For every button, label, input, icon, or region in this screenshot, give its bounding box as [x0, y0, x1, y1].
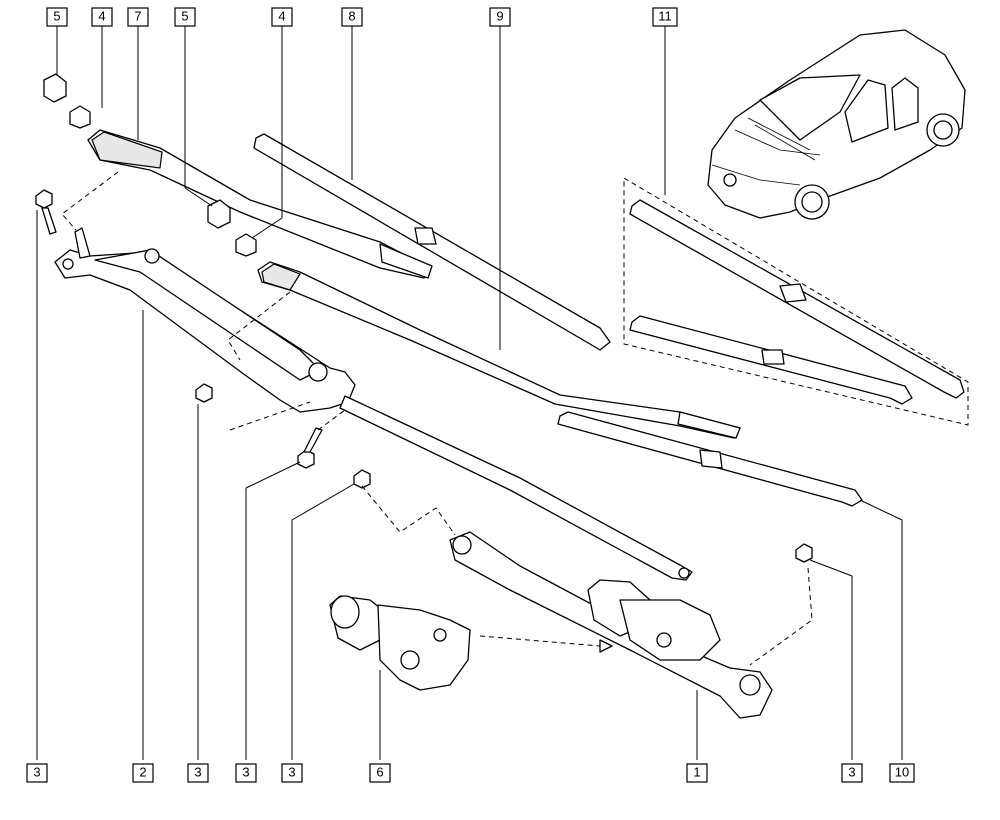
car-illustration	[707, 29, 966, 220]
callout-9: 9	[489, 7, 511, 27]
linkage-assembly-2	[54, 227, 693, 581]
callout-3-bottom-2: 3	[187, 763, 209, 783]
callout-5-top-mid: 5	[174, 7, 196, 27]
callout-3-bottom-3: 3	[235, 763, 257, 783]
callout-5-label: 5	[53, 8, 60, 23]
callout-3-label: 3	[288, 764, 295, 779]
callout-5-top-left: 5	[46, 7, 68, 27]
callout-1: 1	[686, 763, 708, 783]
motor-assembly-arrow	[479, 635, 601, 647]
nut-5-mid	[207, 199, 231, 229]
callout-3-bottom-1: 3	[26, 763, 48, 783]
callout-6: 6	[369, 763, 391, 783]
callout-1-label: 1	[693, 764, 700, 779]
blade-set-dashed-outline	[623, 177, 969, 426]
nut-5-left	[43, 73, 67, 103]
callout-10-label: 10	[895, 764, 909, 779]
wiper-mechanism-1	[449, 531, 773, 719]
callout-3-bottom-5: 3	[841, 763, 863, 783]
wiper-blade-set-11	[629, 199, 965, 405]
washer-4-mid	[235, 233, 257, 257]
bolt-mid	[195, 383, 213, 403]
callout-7-label: 7	[134, 8, 141, 23]
callout-2-label: 2	[139, 764, 146, 779]
callout-4-top-mid: 4	[271, 7, 293, 27]
callout-4-top-left: 4	[91, 7, 113, 27]
callout-4-label: 4	[98, 8, 105, 23]
callout-3-label: 3	[242, 764, 249, 779]
wiper-motor-6	[329, 595, 471, 691]
callout-2: 2	[132, 763, 154, 783]
callout-11-label: 11	[658, 8, 672, 23]
bolt-right	[795, 543, 813, 563]
callout-7: 7	[127, 7, 149, 27]
bolt-left	[35, 189, 57, 235]
callout-6-label: 6	[376, 764, 383, 779]
assembly-guide-lines	[61, 171, 813, 666]
callout-8-label: 8	[348, 8, 355, 23]
wiper-arm-9	[257, 261, 741, 439]
bolt-lower	[297, 427, 323, 469]
callout-5-label: 5	[181, 8, 188, 23]
callout-3-bottom-4: 3	[281, 763, 303, 783]
arrow-head	[599, 639, 613, 653]
callout-10: 10	[889, 763, 915, 783]
callout-3-label: 3	[848, 764, 855, 779]
washer-4-left	[69, 105, 91, 129]
callout-4-label: 4	[278, 8, 285, 23]
wiper-blade-10	[557, 411, 863, 507]
wiper-arm-7	[87, 129, 433, 279]
wiper-blade-8	[253, 133, 611, 351]
callout-11: 11	[652, 7, 678, 27]
leader-lines	[36, 26, 903, 760]
callout-8: 8	[341, 7, 363, 27]
bolt-motor	[353, 469, 371, 489]
callout-3-label: 3	[194, 764, 201, 779]
callout-9-label: 9	[496, 8, 503, 23]
callout-3-label: 3	[33, 764, 40, 779]
